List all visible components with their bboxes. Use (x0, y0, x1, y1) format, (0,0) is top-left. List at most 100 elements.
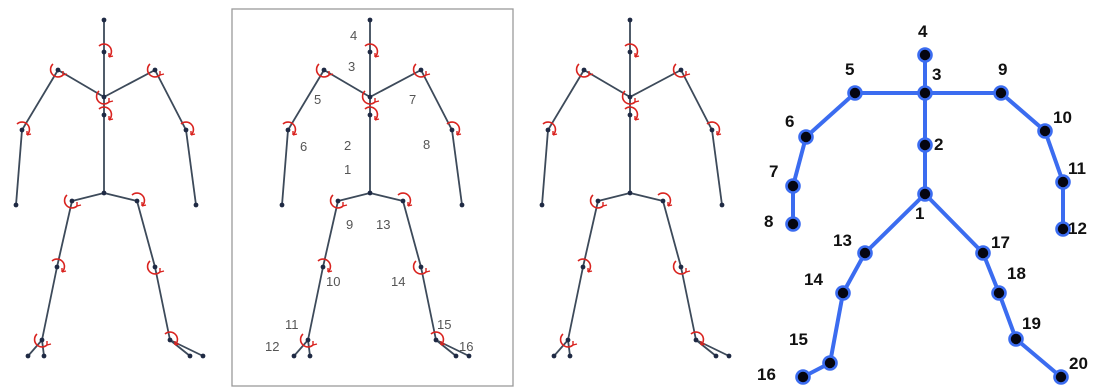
angle-arrow-spine (374, 116, 380, 121)
angle-arrow-elR (716, 131, 722, 136)
joint-ftL1 (551, 353, 557, 359)
joint-shR (678, 67, 684, 73)
angle-arc-knR (412, 260, 427, 275)
joint-anR (693, 337, 699, 343)
bone-hipL-knL (582, 200, 599, 268)
angle-arrow-knR (685, 268, 691, 273)
numbered-joint-16 (795, 369, 811, 385)
bone-elR-wrR (185, 129, 197, 206)
bone-hipR-knR (136, 200, 156, 268)
angle-arrow-anR (700, 341, 706, 346)
numbered-joint-7 (785, 178, 801, 194)
bone-shL-elL (21, 69, 59, 131)
angle-arc-knL (577, 258, 592, 273)
link-9-10 (999, 91, 1047, 133)
bone-knL-anL (41, 266, 58, 341)
bone-shR-elR (420, 69, 453, 131)
numbered-joint-14 (835, 285, 851, 301)
angle-arrow-shR (159, 71, 165, 76)
angle-arrow-shL (62, 71, 68, 76)
angle-arc-anR (690, 331, 705, 346)
numbered-joint-6 (798, 129, 814, 145)
joint-knL (320, 264, 326, 270)
angle-arrow-shL (588, 71, 594, 76)
bone-elL-wrL (541, 129, 549, 206)
joint-anR (167, 337, 173, 343)
angle-arc-shL (315, 63, 330, 78)
angle-arrow-knR (425, 268, 431, 273)
joint-ftR1 (187, 353, 193, 359)
joint-label-3: 3 (932, 65, 941, 84)
angle-arrow-elR (456, 131, 462, 136)
angle-label-2: 2 (344, 138, 351, 153)
joint-anL (39, 337, 45, 343)
joint-ftL2 (567, 353, 573, 359)
angle-arrow-knR (159, 268, 165, 273)
joint-shL (581, 67, 587, 73)
joint-elL (285, 127, 291, 133)
joint-shL (321, 67, 327, 73)
bone-hipc-hipR (369, 192, 404, 202)
joint-label-10: 10 (1053, 108, 1072, 127)
joint-hipR (660, 198, 666, 204)
joint-hipR (400, 198, 406, 204)
angle-arc-knL (51, 258, 66, 273)
joint-anL (565, 337, 571, 343)
angle-arc-knR (672, 260, 687, 275)
joint-ftR1 (713, 353, 719, 359)
joint-shR (418, 67, 424, 73)
joint-ftL2 (41, 353, 47, 359)
joint-label-12: 12 (1068, 219, 1087, 238)
angle-arc-sc (361, 90, 376, 105)
bone-hipc-hipL (597, 192, 631, 202)
bone-hipR-knR (662, 200, 682, 268)
skeleton-panel-2 (279, 17, 472, 359)
angle-arrow-hipR (141, 202, 147, 207)
joint-shL (55, 67, 61, 73)
numbered-joint-2 (917, 137, 933, 153)
bone-knR-anR (680, 266, 697, 341)
angle-arrow-anL (572, 341, 578, 346)
angle-arc-elR (180, 121, 195, 136)
angle-arc-knL (317, 258, 332, 273)
joint-spine (627, 112, 633, 118)
joint-ftR2 (726, 353, 732, 359)
angle-arrow-elR (190, 131, 196, 136)
angle-arc-anR (164, 331, 179, 346)
bone-hipc-hipR (629, 192, 664, 202)
bone-sc-shR (629, 69, 682, 98)
angle-arrow-anR (440, 341, 446, 346)
angle-arrow-neck (374, 53, 380, 58)
bone-anL-ftL1 (27, 339, 43, 357)
angle-arrow-neck (108, 53, 114, 58)
angle-arc-elR (446, 121, 461, 136)
joint-anR (433, 337, 439, 343)
joint-wrR (719, 202, 725, 208)
joint-label-1: 1 (915, 204, 924, 223)
bone-knL-anL (307, 266, 324, 341)
angle-arrow-hipL (76, 202, 82, 207)
angle-label-5: 5 (314, 92, 321, 107)
angle-label-13: 13 (376, 217, 390, 232)
bone-anR-ftR1 (435, 339, 457, 357)
angle-label-4: 4 (350, 28, 357, 43)
joint-knL (580, 264, 586, 270)
angle-arrow-knL (327, 268, 333, 273)
joint-sc (627, 94, 633, 100)
bone-shR-elR (680, 69, 713, 131)
bone-anR-ftR1 (695, 339, 717, 357)
joint-label-16: 16 (757, 365, 776, 384)
angle-arc-neck (98, 43, 113, 58)
bone-hipc-hipL (337, 192, 371, 202)
angle-arc-shL (49, 63, 64, 78)
joint-label-4: 4 (918, 22, 928, 41)
angle-label-7: 7 (409, 92, 416, 107)
numbered-joint-8 (785, 216, 801, 232)
angle-arc-sc (621, 90, 636, 105)
bone-hipR-knR (402, 200, 422, 268)
angle-label-9: 9 (346, 217, 353, 232)
angle-arrow-spine (108, 116, 114, 121)
joint-hipc (627, 190, 633, 196)
angle-arc-hipL (63, 194, 78, 209)
link-14-15 (828, 291, 845, 365)
